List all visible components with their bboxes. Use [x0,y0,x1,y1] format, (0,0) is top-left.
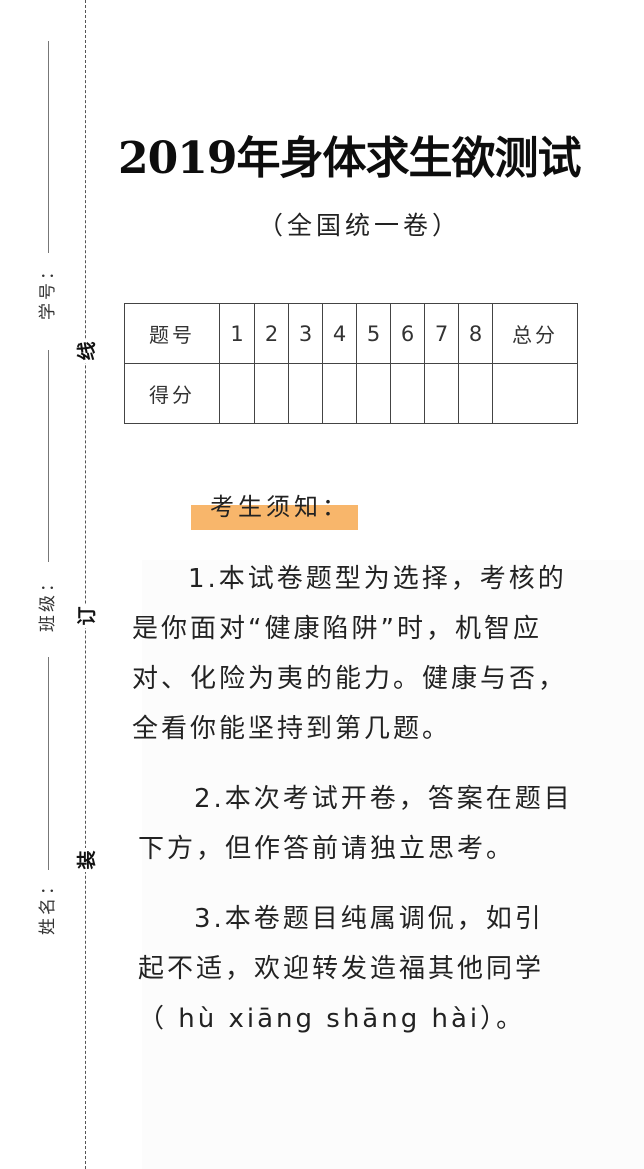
question-number-row: 题号 1 2 3 4 5 6 7 8 总分 [124,303,578,364]
notice-item-2: 2.本次考试开卷，答案在题目 下方，但作答前请独立思考。 [138,774,628,874]
notice-line: 对、化险为夷的能力。健康与否， [132,664,568,694]
name-label: 姓名： [38,875,58,935]
score-cell[interactable] [424,363,459,424]
background-panel [142,560,644,1169]
cut-mark-zhuang: 装 [74,848,100,872]
question-number-cell: 1 [219,303,255,364]
class-write-line [48,350,49,562]
notice-line: 是你面对“健康陷阱”时，机智应 [132,614,542,644]
score-cell[interactable] [356,363,391,424]
notice-line: 3.本卷题目纯属调侃，如引 [194,904,544,934]
notice-line: 2.本次考试开卷，答案在题目 [194,784,573,814]
notice-pinyin-line: （ hù xiāng shāng hài）。 [138,1004,526,1034]
score-cell[interactable] [458,363,493,424]
score-cell[interactable] [254,363,289,424]
score-cell[interactable] [390,363,425,424]
question-number-cell: 4 [322,303,357,364]
score-cell[interactable] [288,363,323,424]
notice-line: 起不适，欢迎转发造福其他同学 [138,954,545,984]
student-id-write-line [48,41,49,253]
name-write-line [48,657,49,870]
total-score-header: 总分 [492,303,578,364]
class-label: 班级： [38,572,58,632]
notice-line: 下方，但作答前请独立思考。 [138,834,516,864]
notice-title-highlight [191,505,358,530]
question-number-cell: 3 [288,303,323,364]
question-number-header: 题号 [124,303,220,364]
notice-title: 考生须知： [210,493,350,521]
exam-subtitle: （全国统一卷） [258,211,462,240]
question-number-cell: 5 [356,303,391,364]
question-number-cell: 2 [254,303,289,364]
score-row: 得分 [124,363,578,424]
total-score-cell[interactable] [492,363,578,424]
score-row-header: 得分 [124,363,220,424]
notice-line: 1.本试卷题型为选择，考核的 [188,564,567,594]
score-cell[interactable] [219,363,255,424]
question-number-cell: 6 [390,303,425,364]
score-table: 题号 1 2 3 4 5 6 7 8 总分 得分 [124,303,578,424]
notice-item-3: 3.本卷题目纯属调侃，如引 起不适，欢迎转发造福其他同学 （ hù xiāng … [138,894,628,1044]
cut-mark-xian: 线 [74,339,100,363]
score-cell[interactable] [322,363,357,424]
student-id-label: 学号： [38,260,58,320]
question-number-cell: 7 [424,303,459,364]
cut-mark-ding: 订 [74,604,100,628]
question-number-cell: 8 [458,303,493,364]
exam-title: 2019年身体求生欲测试 [118,133,581,184]
notice-line: 全看你能坚持到第几题。 [132,714,452,744]
binding-cut-line [85,0,86,1169]
notice-item-1: 1.本试卷题型为选择，考核的 是你面对“健康陷阱”时，机智应 对、化险为夷的能力… [132,554,622,754]
